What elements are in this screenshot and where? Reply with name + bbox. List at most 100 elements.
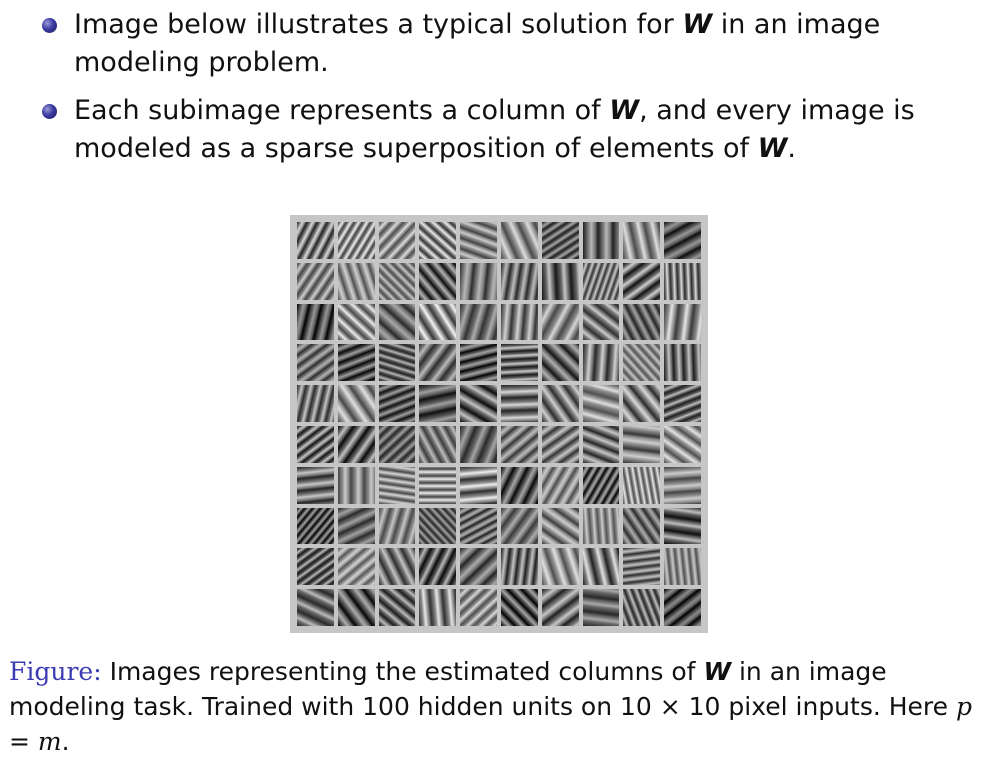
filter-tile	[460, 507, 497, 545]
figure-caption: Figure: Images representing the estimate…	[9, 654, 999, 759]
filter-tile	[664, 222, 701, 259]
filter-tile	[582, 303, 620, 341]
filter-tile	[623, 507, 661, 545]
bullet-2-text-before: Each subimage represents a column of	[74, 95, 610, 126]
caption-p: p	[956, 692, 973, 721]
caption-label: Figure:	[9, 657, 102, 686]
filter-tile	[419, 344, 457, 382]
filter-tile	[623, 344, 661, 382]
filter-tile	[337, 303, 375, 341]
bullet-2-text-after: .	[787, 133, 796, 164]
filter-tile	[664, 507, 701, 545]
filter-tile	[419, 385, 457, 422]
filter-tile	[378, 548, 416, 586]
filter-tile	[297, 303, 334, 341]
weight-filters-figure	[290, 215, 708, 633]
filter-tile	[337, 344, 375, 382]
filter-tile	[501, 344, 538, 382]
filter-tile	[460, 262, 497, 300]
filter-tile	[501, 426, 538, 463]
filter-tile	[541, 426, 579, 463]
filter-tile	[297, 426, 334, 463]
caption-w: W	[703, 657, 732, 686]
filter-tile	[664, 344, 701, 382]
filter-tile	[582, 385, 620, 422]
filter-tile	[297, 507, 334, 545]
caption-end: .	[61, 727, 70, 756]
filter-tile	[501, 262, 538, 300]
filter-tile	[297, 589, 334, 626]
filter-tile	[378, 262, 416, 300]
filter-tile	[419, 589, 457, 626]
filter-tile	[419, 548, 457, 586]
filter-tile	[541, 303, 579, 341]
filter-tile	[297, 548, 334, 586]
filter-tile	[582, 262, 620, 300]
filter-tile	[337, 426, 375, 463]
filter-tile	[664, 426, 701, 463]
filter-tile	[664, 262, 701, 300]
filter-tile	[378, 507, 416, 545]
bullet-dot-icon	[42, 18, 57, 33]
filter-tile	[337, 548, 375, 586]
filter-tile	[501, 589, 538, 626]
filter-tile	[378, 466, 416, 504]
filter-tile	[582, 589, 620, 626]
filter-tile	[623, 303, 661, 341]
filter-tile	[378, 344, 416, 382]
filter-tile	[664, 589, 701, 626]
filter-tile	[664, 466, 701, 504]
filter-tile	[297, 344, 334, 382]
filter-tile	[623, 426, 661, 463]
filter-tile	[623, 385, 661, 422]
bullet-1-w: W	[682, 9, 713, 40]
filter-tile	[419, 303, 457, 341]
filter-tile	[501, 466, 538, 504]
filter-tile	[297, 262, 334, 300]
filter-tile	[419, 507, 457, 545]
bullet-list: Image below illustrates a typical soluti…	[38, 6, 988, 178]
filter-tile	[501, 385, 538, 422]
filter-tile	[582, 222, 620, 259]
filter-tile	[337, 385, 375, 422]
filter-tile	[582, 426, 620, 463]
filter-tile	[460, 222, 497, 259]
filter-tile	[664, 385, 701, 422]
bullet-2-w2: W	[757, 133, 788, 164]
filter-tile	[460, 385, 497, 422]
filter-tile	[541, 589, 579, 626]
filter-tile	[623, 466, 661, 504]
filter-tile	[623, 589, 661, 626]
filter-tile	[378, 222, 416, 259]
filter-tile	[297, 466, 334, 504]
bullet-2-text-middle: , and every image is modeled as a sparse…	[74, 95, 915, 164]
filter-tile	[297, 385, 334, 422]
filter-tile	[460, 466, 497, 504]
filter-tile	[582, 344, 620, 382]
filter-tile	[337, 589, 375, 626]
filter-tile	[378, 589, 416, 626]
filter-tile	[501, 507, 538, 545]
filter-tile	[378, 385, 416, 422]
filter-tile	[541, 507, 579, 545]
filter-tile	[501, 222, 538, 259]
filter-tile	[582, 466, 620, 504]
caption-text-1: Images representing the estimated column…	[101, 657, 704, 686]
filter-tile	[664, 303, 701, 341]
filter-tile	[664, 548, 701, 586]
filter-tile	[419, 426, 457, 463]
filter-tile	[337, 262, 375, 300]
filter-tile	[541, 344, 579, 382]
filter-tile	[623, 548, 661, 586]
filter-tile	[378, 426, 416, 463]
filter-tile	[541, 262, 579, 300]
filter-tile	[297, 222, 334, 259]
filter-tile	[541, 466, 579, 504]
filter-tile	[378, 303, 416, 341]
bullet-item-2: Each subimage represents a column of W, …	[38, 92, 988, 168]
filter-tile	[623, 262, 661, 300]
bullet-2-w: W	[609, 95, 640, 126]
filter-tile	[501, 303, 538, 341]
filter-tile	[419, 262, 457, 300]
filter-tile	[582, 548, 620, 586]
